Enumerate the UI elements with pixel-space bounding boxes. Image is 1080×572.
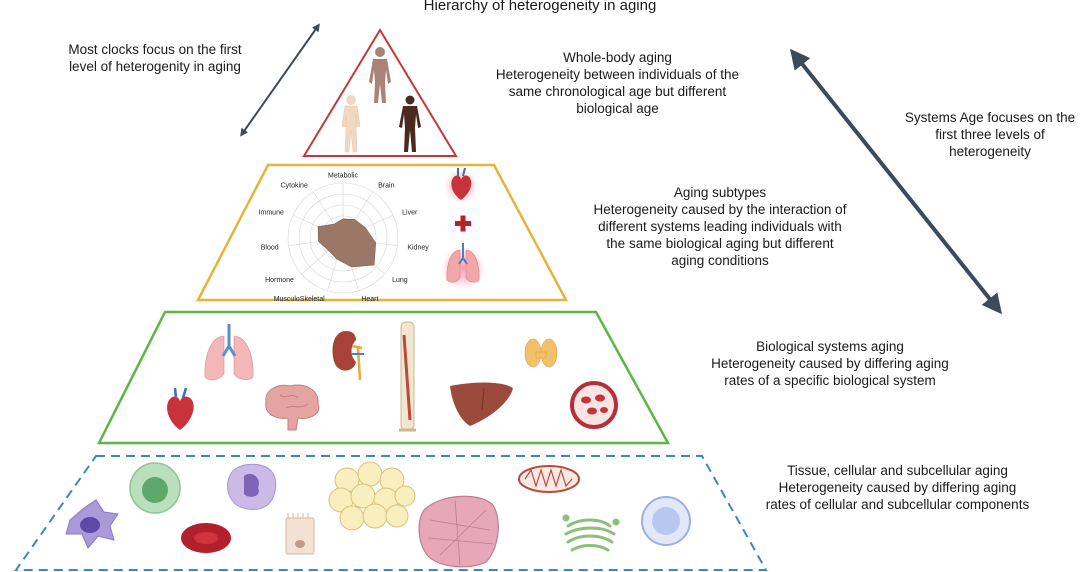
mitochondrion-icon <box>518 465 580 493</box>
brain-icon <box>265 384 320 431</box>
epithelial-cell-icon <box>285 513 315 555</box>
radar-axis-label: Blood <box>261 244 279 251</box>
radar-axis-label: MusculoSkeletal <box>274 296 325 303</box>
lungs-icon <box>204 324 254 381</box>
plus-icon <box>455 215 471 232</box>
level-4-caption: Tissue, cellular and subcellular aging H… <box>765 463 1030 512</box>
right-double-arrow <box>790 48 1002 315</box>
radar-axis-label: Cytokine <box>281 183 308 190</box>
left-double-arrow <box>240 23 320 137</box>
radar-axis-label: Liver <box>402 209 418 216</box>
macrophage-icon <box>227 463 277 510</box>
radar-shape <box>317 218 376 268</box>
nucleus-cell-icon <box>641 496 691 546</box>
radar-axis-label: Kidney <box>407 244 429 251</box>
stem-cell-icon <box>129 462 181 514</box>
radar-axis-label: Brain <box>378 183 394 190</box>
right-note: Systems Age focuses on the first three l… <box>904 110 1076 159</box>
blood-vessel-icon <box>570 381 618 429</box>
level-2-caption: Aging subtypes Heterogeneity caused by t… <box>593 185 847 268</box>
level-3-caption: Biological systems aging Heterogeneity c… <box>711 339 949 388</box>
male-body-icon <box>399 95 421 152</box>
level-4-trapezoid <box>14 455 768 571</box>
radar-axis-label: Hormone <box>265 277 294 284</box>
radar-axis-label: Heart <box>361 296 378 303</box>
radar-axis-label: Metabolic <box>328 173 358 180</box>
female-body-icon <box>341 95 361 153</box>
kidney-icon <box>332 331 364 381</box>
level-1-triangle <box>302 28 458 157</box>
human-body-icon <box>369 47 391 103</box>
liver-icon <box>450 382 513 426</box>
lungs-icon <box>441 243 485 290</box>
left-note: Most clocks focus on the first level of … <box>68 42 242 74</box>
heart-icon <box>444 167 478 203</box>
radar-axis-label: Immune <box>259 209 284 216</box>
adipocyte-cluster-icon <box>328 461 416 531</box>
red-blood-cell-icon <box>181 523 231 553</box>
thyroid-icon <box>524 338 558 368</box>
leg-bone-icon <box>399 321 416 432</box>
heart-icon <box>167 387 194 430</box>
level-2-trapezoid <box>195 163 569 302</box>
immune-cell-icon <box>65 499 119 549</box>
level-3-trapezoid <box>96 310 671 445</box>
golgi-icon <box>562 514 620 552</box>
diagram-title: Hierarchy of heterogeneity in aging <box>423 0 657 14</box>
muscle-tissue-icon <box>418 495 499 568</box>
level-1-caption: Whole-body aging Heterogeneity between i… <box>495 50 740 116</box>
radar-axis-label: Lung <box>392 277 408 284</box>
